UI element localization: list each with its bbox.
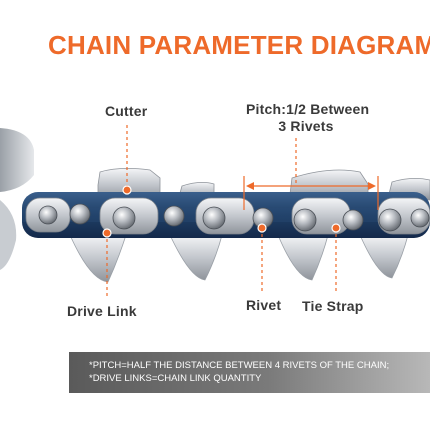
pitch-arrowheads: [246, 182, 376, 190]
drive-link-label: Drive Link: [67, 303, 137, 319]
annotation-lines: [106, 125, 379, 298]
pitch-label-line1: Pitch:1/2 Between: [246, 101, 370, 117]
tie-strap-label: Tie Strap: [302, 298, 364, 314]
left-edge-cutter: [0, 128, 34, 270]
rivets: [38, 203, 430, 232]
cutter-label: Cutter: [105, 103, 148, 119]
page-title: CHAIN PARAMETER DIAGRAM: [48, 30, 430, 60]
annotation-dots: [102, 185, 341, 238]
notes-banner: *PITCH=HALF THE DISTANCE BETWEEN 4 RIVET…: [69, 352, 430, 393]
drive-link-teeth: [69, 234, 409, 283]
pitch-label: Pitch:1/2 Between 3 Rivets: [246, 101, 370, 135]
note-pitch: *PITCH=HALF THE DISTANCE BETWEEN 4 RIVET…: [89, 360, 390, 371]
rivet-label: Rivet: [246, 297, 282, 313]
note-drive-links: *DRIVE LINKS=CHAIN LINK QUANTITY: [89, 372, 262, 384]
pitch-label-line2: 3 Rivets: [278, 118, 334, 134]
